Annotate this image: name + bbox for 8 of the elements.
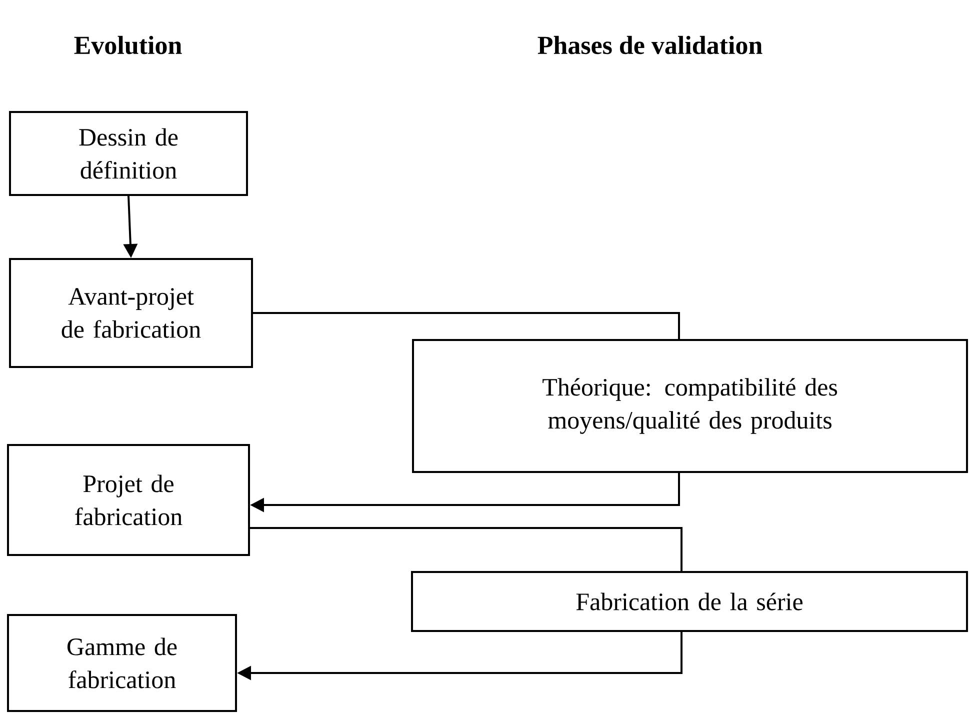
column-heading: Phases de validation xyxy=(538,36,762,54)
column-heading: Evolution xyxy=(74,36,182,54)
process-box: Projet de fabrication xyxy=(7,444,250,556)
process-box: Gamme de fabrication xyxy=(7,614,237,712)
process-box: Dessin de définition xyxy=(9,111,248,196)
process-box: Fabrication de la série xyxy=(411,571,968,632)
process-box: Avant-projet de fabrication xyxy=(9,258,253,368)
process-box: Théorique: compatibilité des moyens/qualité des produits xyxy=(412,339,968,473)
